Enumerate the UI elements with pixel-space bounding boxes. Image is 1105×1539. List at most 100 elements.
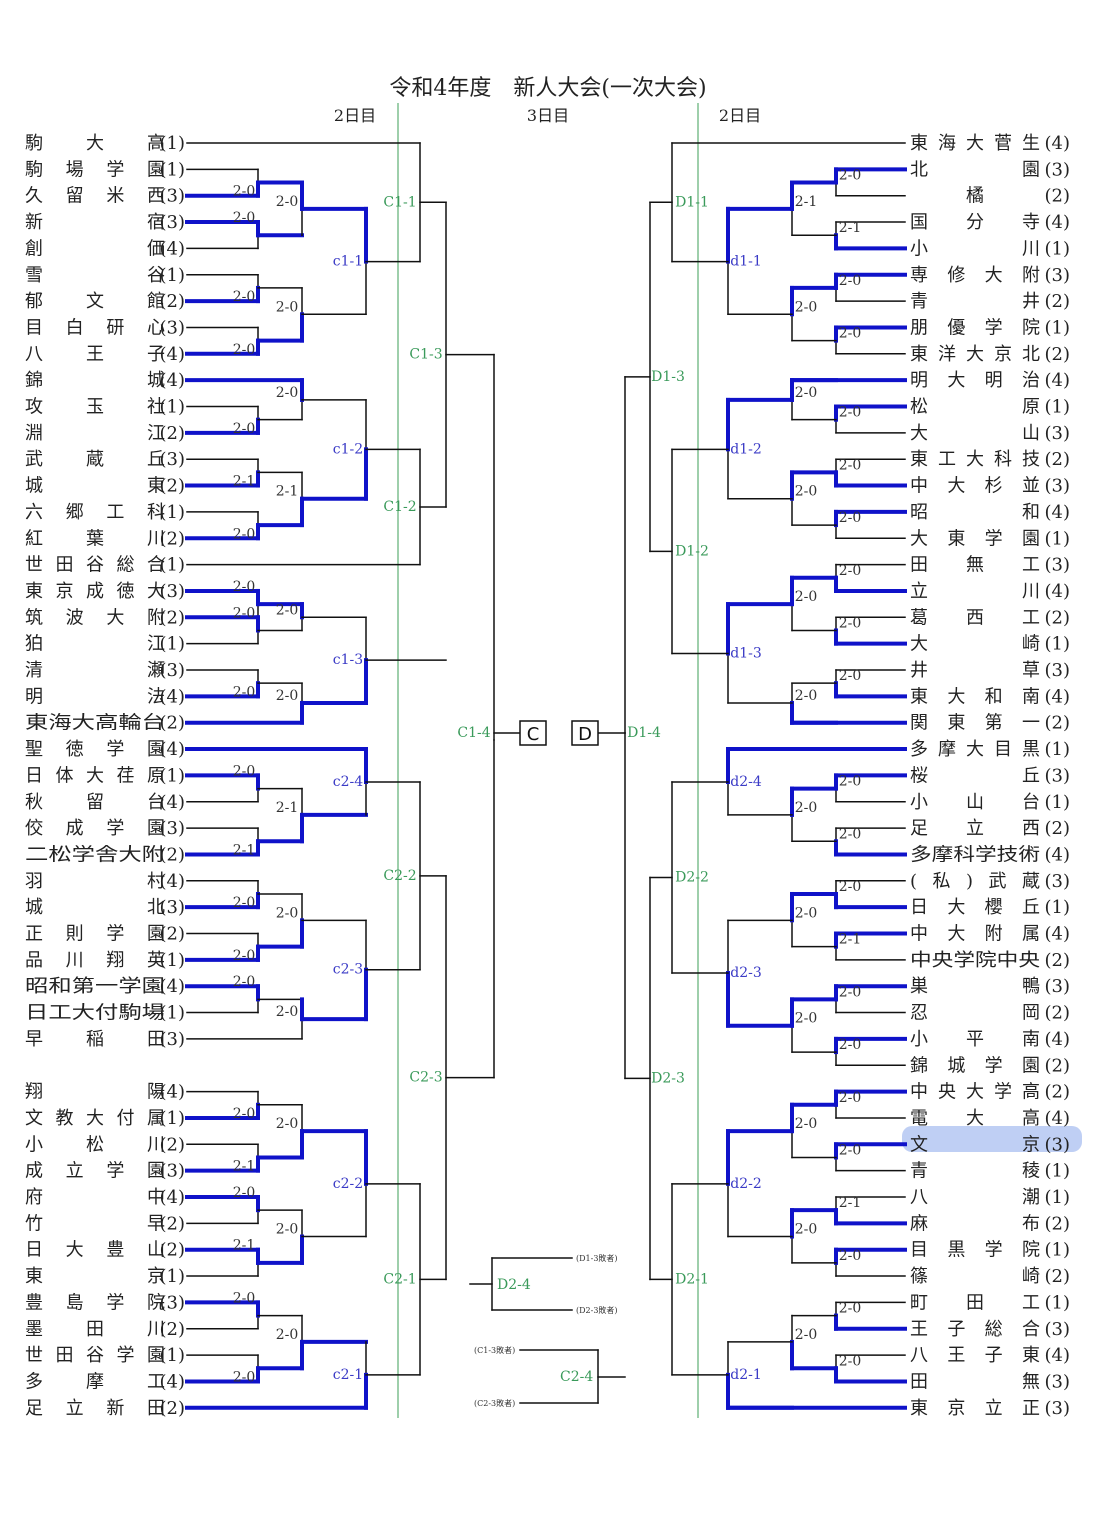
left-team-name: 文教大付属 xyxy=(25,1108,165,1129)
left-team-seed: (4) xyxy=(160,370,186,391)
score-label: 2-0 xyxy=(233,895,256,911)
left-team-seed: (3) xyxy=(160,897,186,918)
left-team-name: 府 中 xyxy=(25,1187,165,1208)
right-team-name: 東海大菅生 xyxy=(910,133,1040,154)
left-team-seed: (4) xyxy=(160,1082,186,1103)
right-team-seed: (2) xyxy=(1045,1266,1071,1287)
score-label: 2-0 xyxy=(795,1116,818,1132)
left-team-seed: (1) xyxy=(160,1266,186,1287)
right-team-name: 錦 城 学 園 xyxy=(910,1055,1040,1076)
right-team-seed: (3) xyxy=(1045,423,1071,444)
left-team-seed: (1) xyxy=(160,1003,186,1024)
score-label: 2-0 xyxy=(276,905,299,921)
right-team-seed: (1) xyxy=(1045,1292,1071,1313)
right-team-seed: (2) xyxy=(1045,1213,1071,1234)
right-team-name: 足 立 西 xyxy=(910,818,1040,839)
right-team-name: 桜 丘 xyxy=(910,765,1040,786)
score-label: 2-0 xyxy=(839,273,862,289)
left-team-name: 筑波大附 xyxy=(25,607,165,628)
right-team-name: 朋優学院 xyxy=(910,317,1040,338)
round-label-D1-2: D1-2 xyxy=(675,543,709,559)
right-team-name: 関 東 第 一 xyxy=(910,713,1040,734)
left-team-name: 駒 大 高 xyxy=(25,133,165,154)
score-label: 2-1 xyxy=(233,842,256,858)
right-team-seed: (1) xyxy=(1045,397,1071,418)
right-team-seed: (2) xyxy=(1045,186,1071,207)
left-team-seed: (2) xyxy=(160,1134,186,1155)
left-team-seed: (1) xyxy=(160,555,186,576)
round-label-c2-1: c2-1 xyxy=(333,1367,363,1383)
right-team-name: (私)武蔵 xyxy=(910,871,1040,892)
right-team-seed: (4) xyxy=(1045,1029,1071,1050)
right-team-name: 橘 xyxy=(910,186,1040,207)
left-team-seed: (2) xyxy=(160,528,186,549)
center-box-c xyxy=(519,720,547,746)
score-label: 2-0 xyxy=(276,385,299,401)
right-team-name: 八 潮 xyxy=(910,1187,1040,1208)
left-team-name: 成立学園 xyxy=(25,1161,165,1182)
right-team-name: 北 園 xyxy=(910,159,1040,180)
right-team-name: 東 京 立 正 xyxy=(910,1398,1040,1419)
right-team-seed: (2) xyxy=(1045,449,1071,470)
score-label: 2-0 xyxy=(839,510,862,526)
score-label: 2-0 xyxy=(839,668,862,684)
score-label: 2-0 xyxy=(233,421,256,437)
right-team-seed: (3) xyxy=(1045,159,1071,180)
right-team-name: 昭 和 xyxy=(910,502,1040,523)
right-team-seed: (2) xyxy=(1045,818,1071,839)
left-team-seed: (2) xyxy=(160,713,186,734)
right-team-name: 麻 布 xyxy=(910,1213,1040,1234)
score-label: 2-0 xyxy=(839,326,862,342)
score-label: 2-0 xyxy=(233,579,256,595)
right-team-seed: (1) xyxy=(1045,1187,1071,1208)
round-label-d1-1: d1-1 xyxy=(730,254,762,270)
round-label-D2-1: D2-1 xyxy=(675,1271,709,1287)
right-team-seed: (4) xyxy=(1045,844,1071,865)
left-team-seed: (4) xyxy=(160,792,186,813)
right-team-name: 田 無 工 xyxy=(910,555,1040,576)
score-label: 2-0 xyxy=(795,589,818,605)
left-team-seed: (2) xyxy=(160,844,186,865)
left-team-name: 攻 玉 社 xyxy=(25,397,165,418)
right-team-seed: (2) xyxy=(1045,950,1071,971)
right-team-seed: (3) xyxy=(1045,1398,1071,1419)
left-team-seed: (2) xyxy=(160,476,186,497)
round-label-c2-3: c2-3 xyxy=(333,962,363,978)
left-team-seed: (1) xyxy=(160,502,186,523)
right-team-name: 巣 鴨 xyxy=(910,976,1040,997)
score-label: 2-0 xyxy=(839,457,862,473)
right-team-seed: (4) xyxy=(1045,133,1071,154)
round-label-C1-2: C1-2 xyxy=(383,499,416,515)
left-team-name: 世田谷学園 xyxy=(25,1345,165,1366)
round-label-C1-1: C1-1 xyxy=(383,194,416,210)
center-box-d-label: D xyxy=(578,724,592,745)
right-team-seed: (4) xyxy=(1045,686,1071,707)
right-team-name: 大 山 xyxy=(910,423,1040,444)
score-label: 2-0 xyxy=(233,184,256,200)
score-label: 2-1 xyxy=(276,800,299,816)
left-team-name: 錦 城 xyxy=(25,370,165,391)
left-team-seed: (4) xyxy=(160,1371,186,1392)
score-label: 2-1 xyxy=(233,1159,256,1175)
right-team-name: 小 川 xyxy=(910,238,1040,259)
left-team-name: 六郷工科 xyxy=(25,502,165,523)
score-label: 2-0 xyxy=(233,763,256,779)
right-team-seed: (4) xyxy=(1045,212,1071,233)
left-team-seed: (3) xyxy=(160,1029,186,1050)
score-label: 2-0 xyxy=(233,974,256,990)
score-label: 2-0 xyxy=(276,194,299,210)
left-team-name: 目白研心 xyxy=(25,317,165,338)
left-team-name: 東 京 xyxy=(25,1266,165,1287)
left-team-name: 久留米西 xyxy=(25,186,165,207)
round-label-C2-2: C2-2 xyxy=(383,868,416,884)
right-team-name: 東洋大京北 xyxy=(910,344,1040,365)
right-team-name: 小 山 台 xyxy=(910,792,1040,813)
score-label: 2-0 xyxy=(839,826,862,842)
round-label-D2-3: D2-3 xyxy=(651,1070,685,1086)
left-team-name: 淵 江 xyxy=(25,423,165,444)
right-team-seed: (1) xyxy=(1045,238,1071,259)
right-team-seed: (3) xyxy=(1045,660,1071,681)
left-team-seed: (2) xyxy=(160,291,186,312)
right-team-name: 町 田 工 xyxy=(910,1292,1040,1313)
